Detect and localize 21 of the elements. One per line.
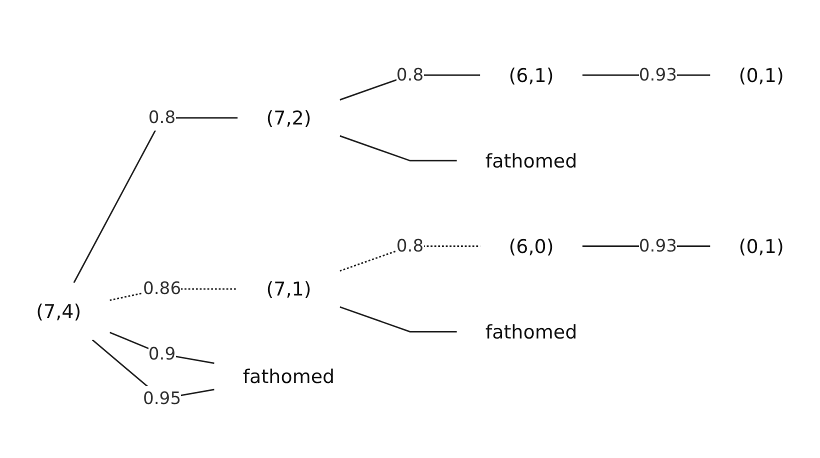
edge-label: 0.8 xyxy=(396,65,424,85)
node-text: (7,4) xyxy=(36,300,82,323)
node-text: fathomed xyxy=(485,149,578,172)
edge-label: 0.93 xyxy=(638,236,678,256)
connector xyxy=(340,135,457,162)
edge-label: 0.8 xyxy=(148,108,176,128)
connector xyxy=(340,306,457,332)
edge-label: 0.95 xyxy=(142,388,182,409)
connector xyxy=(73,117,238,284)
node-text: fathomed xyxy=(485,320,578,344)
edge-label: 0.86 xyxy=(142,278,182,299)
edge-label: 0.93 xyxy=(638,65,678,85)
node-text: (7,2) xyxy=(266,106,312,130)
edge-label: 0.9 xyxy=(148,344,176,364)
edge-label: 0.8 xyxy=(396,236,424,256)
node-text: (0,1) xyxy=(738,234,784,258)
node-text: fathomed xyxy=(242,364,335,388)
node-text: (0,1) xyxy=(738,64,784,86)
node-text: (6,1) xyxy=(508,64,554,86)
node-text: (6,0) xyxy=(508,234,554,258)
node-text: (7,1) xyxy=(266,277,312,300)
